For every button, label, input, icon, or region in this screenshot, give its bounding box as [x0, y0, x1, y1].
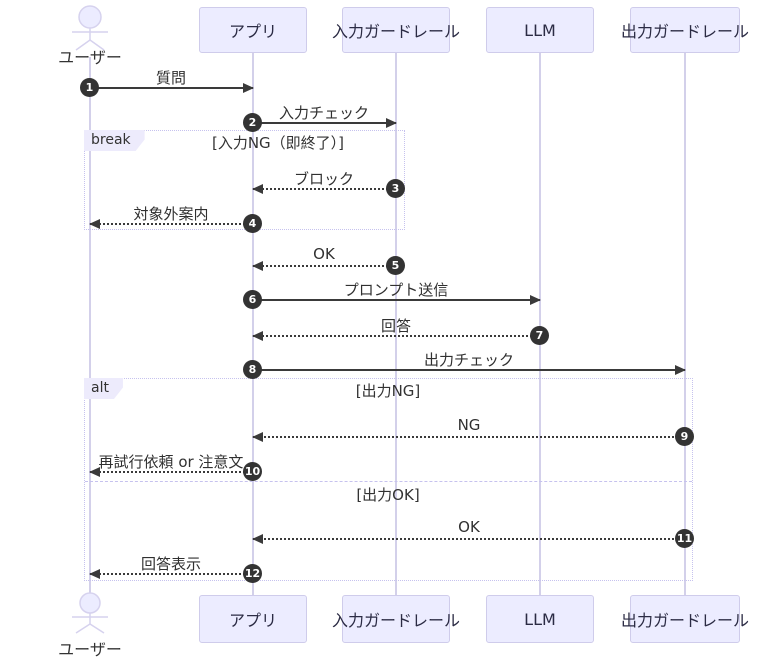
sequence-number: 9 [675, 427, 694, 446]
arrowhead-icon [89, 467, 100, 477]
message-line [90, 223, 253, 225]
user-actor-icon [72, 592, 108, 634]
arrowhead-icon [386, 118, 397, 128]
participant-top-output-guardrail: 出力ガードレール [621, 7, 749, 53]
message-label: 再試行依頼 or 注意文 [98, 453, 244, 471]
alt-condition-ng: [出力NG] [355, 382, 421, 400]
arrowhead-icon [252, 432, 263, 442]
participant-top-llm: LLM [486, 7, 594, 53]
message-label: 回答 [380, 317, 412, 335]
participant-top-app: アプリ [199, 7, 307, 53]
arrowhead-icon [243, 83, 254, 93]
sequence-number: 3 [386, 179, 405, 198]
alt-divider [85, 481, 692, 482]
message-label: OK [313, 245, 335, 263]
sequence-number: 8 [243, 360, 262, 379]
message-line [253, 335, 540, 337]
arrowhead-icon [252, 261, 263, 271]
sequence-number: 10 [243, 462, 262, 481]
break-condition: [入力NG（即終了）] [211, 134, 345, 152]
alt-condition-ok: [出力OK] [356, 486, 420, 504]
message-label: ブロック [293, 170, 355, 188]
sequence-number: 7 [530, 326, 549, 345]
message-line [253, 122, 396, 124]
user-actor-icon [72, 5, 108, 51]
arrowhead-icon [252, 184, 263, 194]
alt-block-tab: alt [84, 378, 123, 399]
break-block-tab: break [84, 130, 145, 151]
arrowhead-icon [530, 295, 541, 305]
participant-bottom-output-guardrail: 出力ガードレール [621, 595, 749, 643]
participant-label: 入力ガードレール [332, 611, 461, 630]
lifeline-llm [539, 53, 541, 595]
lifeline-output-guardrail [684, 53, 686, 595]
message-label: 対象外案内 [133, 205, 209, 223]
participant-label: 出力ガードレール [621, 611, 750, 630]
arrowhead-icon [89, 569, 100, 579]
sequence-number: 5 [386, 256, 405, 275]
sequence-number: 11 [675, 529, 694, 548]
participant-bottom-app: アプリ [199, 595, 307, 643]
message-label: 回答表示 [140, 555, 202, 573]
lifeline-app [252, 53, 254, 595]
message-label: 出力チェック [423, 351, 515, 369]
message-line [253, 265, 396, 267]
sequence-number: 12 [243, 564, 262, 583]
arrowhead-icon [252, 534, 263, 544]
arrowhead-icon [89, 219, 100, 229]
lifeline-input-guardrail [395, 53, 397, 595]
actor-label-user-top: ユーザー [58, 48, 122, 67]
message-line [253, 538, 685, 540]
participant-label: LLM [524, 609, 556, 629]
participant-label: LLM [524, 20, 556, 40]
message-line [253, 436, 685, 438]
alt-block: alt [84, 378, 693, 581]
arrowhead-icon [252, 331, 263, 341]
message-label: プロンプト送信 [343, 281, 449, 299]
sequence-number: 1 [80, 78, 99, 97]
message-label: 質問 [155, 69, 187, 87]
lifeline-user [89, 57, 91, 593]
message-label: 入力チェック [278, 104, 370, 122]
message-label: OK [458, 518, 480, 536]
participant-bottom-input-guardrail: 入力ガードレール [332, 595, 460, 643]
participant-bottom-llm: LLM [486, 595, 594, 643]
sequence-number: 6 [243, 290, 262, 309]
participant-label: アプリ [228, 611, 277, 630]
message-line [90, 87, 253, 89]
message-line [253, 299, 540, 301]
participant-label: アプリ [228, 22, 277, 41]
sequence-number: 2 [243, 113, 262, 132]
message-label: NG [457, 416, 481, 434]
participant-label: 入力ガードレール [332, 22, 461, 41]
message-line [90, 471, 253, 473]
sequence-number: 4 [243, 214, 262, 233]
actor-label-user-bottom: ユーザー [58, 640, 122, 658]
participant-label: 出力ガードレール [621, 22, 750, 41]
message-line [90, 573, 253, 575]
arrowhead-icon [675, 365, 686, 375]
message-line [253, 369, 685, 371]
participant-top-input-guardrail: 入力ガードレール [332, 7, 460, 53]
message-line [253, 188, 396, 190]
